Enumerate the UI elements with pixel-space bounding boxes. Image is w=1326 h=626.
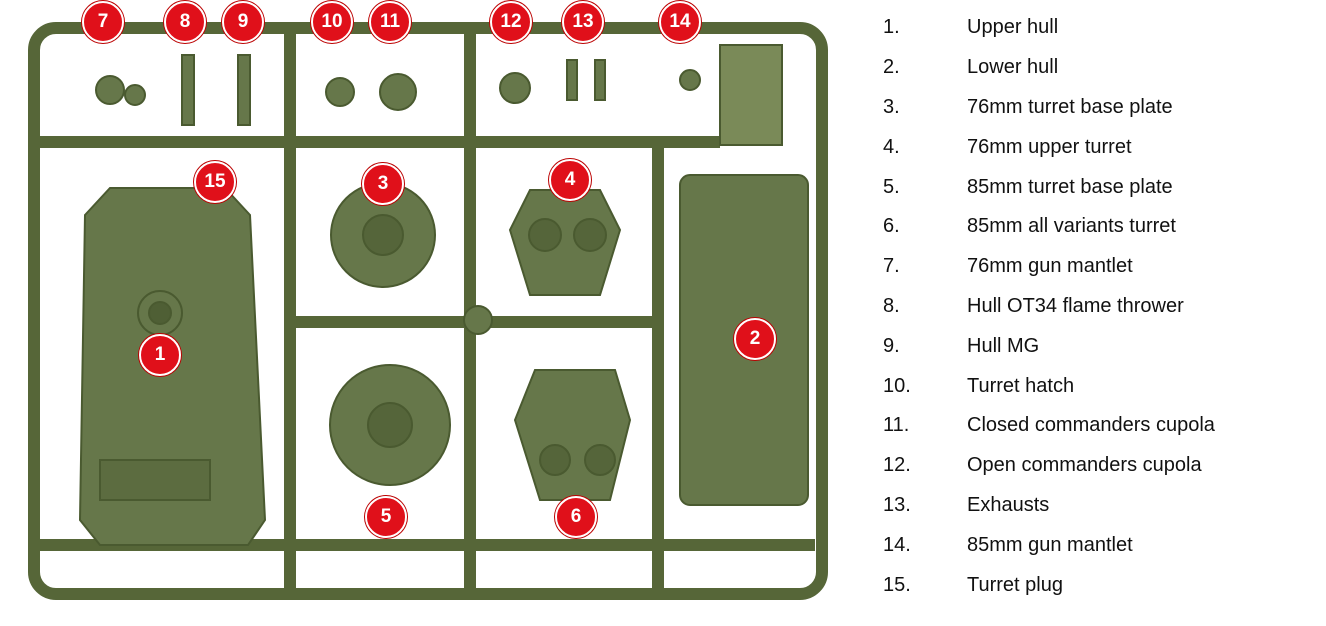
legend-row: 15. Turret plug (870, 565, 1310, 605)
legend-number: 4. (883, 135, 900, 158)
legend-row: 12. Open commanders cupola (870, 446, 1310, 486)
legend-row: 8. Hull OT34 flame thrower (870, 287, 1310, 327)
legend-label: Lower hull (967, 56, 1059, 79)
legend-label: 85mm all variants turret (967, 215, 1176, 238)
part-number-badge-12: 12 (490, 1, 532, 43)
part-number-badge-5: 5 (365, 496, 407, 538)
legend-row: 13. Exhausts (870, 486, 1310, 526)
legend-label: 85mm turret base plate (967, 175, 1173, 198)
legend-number: 12. (883, 454, 911, 477)
legend-number: 7. (883, 255, 900, 278)
legend-row: 3. 76mm turret base plate (870, 88, 1310, 128)
legend-label: Turret plug (967, 573, 1063, 596)
legend-row: 14. 85mm gun mantlet (870, 525, 1310, 565)
part-number-badge-3: 3 (362, 163, 404, 205)
legend-row: 1. Upper hull (870, 8, 1310, 48)
legend-row: 7. 76mm gun mantlet (870, 247, 1310, 287)
legend-row: 6. 85mm all variants turret (870, 207, 1310, 247)
legend-number: 3. (883, 95, 900, 118)
legend-label: Upper hull (967, 16, 1059, 39)
turret-85 (513, 369, 632, 501)
legend-label: Exhausts (967, 493, 1050, 516)
part-number-badge-10: 10 (311, 1, 353, 43)
legend-number: 14. (883, 533, 911, 556)
part-number-badge-6: 6 (555, 496, 597, 538)
part-number-badge-4: 4 (549, 159, 591, 201)
part-number-badge-14: 14 (659, 1, 701, 43)
legend-label: Closed commanders cupola (967, 414, 1215, 437)
legend-number: 8. (883, 294, 900, 317)
sprue-illustration (28, 22, 828, 600)
legend-number: 5. (883, 175, 900, 198)
legend-label: 76mm upper turret (967, 135, 1132, 158)
part-number-badge-7: 7 (82, 1, 124, 43)
legend-number: 1. (883, 16, 900, 39)
legend-number: 6. (883, 215, 900, 238)
sprue-photo (28, 22, 828, 600)
legend-number: 15. (883, 573, 911, 596)
part-number-badge-9: 9 (222, 1, 264, 43)
legend-row: 10. Turret hatch (870, 366, 1310, 406)
legend-number: 11. (883, 414, 910, 437)
part-number-badge-8: 8 (164, 1, 206, 43)
legend-row: 9. Hull MG (870, 326, 1310, 366)
legend-row: 2. Lower hull (870, 48, 1310, 88)
legend-label: 76mm gun mantlet (967, 255, 1133, 278)
legend-label: Open commanders cupola (967, 454, 1202, 477)
legend-label: Turret hatch (967, 374, 1075, 397)
legend-label: 76mm turret base plate (967, 95, 1173, 118)
part-number-badge-1: 1 (139, 334, 181, 376)
part-number-badge-15: 15 (194, 161, 236, 203)
sprue-frame (28, 22, 828, 600)
upper-turret-76 (508, 189, 622, 296)
part-number-badge-2: 2 (734, 318, 776, 360)
legend-label: 85mm gun mantlet (967, 533, 1133, 556)
legend-row: 5. 85mm turret base plate (870, 167, 1310, 207)
part-number-badge-11: 11 (369, 1, 411, 43)
sprue-tag (719, 44, 783, 146)
legend-number: 2. (883, 56, 900, 79)
legend-number: 9. (883, 334, 900, 357)
legend-row: 11. Closed commanders cupola (870, 406, 1310, 446)
legend-label: Hull OT34 flame thrower (967, 294, 1184, 317)
part-number-badge-13: 13 (562, 1, 604, 43)
legend-number: 10. (883, 374, 911, 397)
legend-label: Hull MG (967, 334, 1040, 357)
legend-row: 4. 76mm upper turret (870, 127, 1310, 167)
legend-number: 13. (883, 493, 911, 516)
parts-legend: 1. Upper hull 2. Lower hull 3. 76mm turret ba… (870, 8, 1310, 605)
